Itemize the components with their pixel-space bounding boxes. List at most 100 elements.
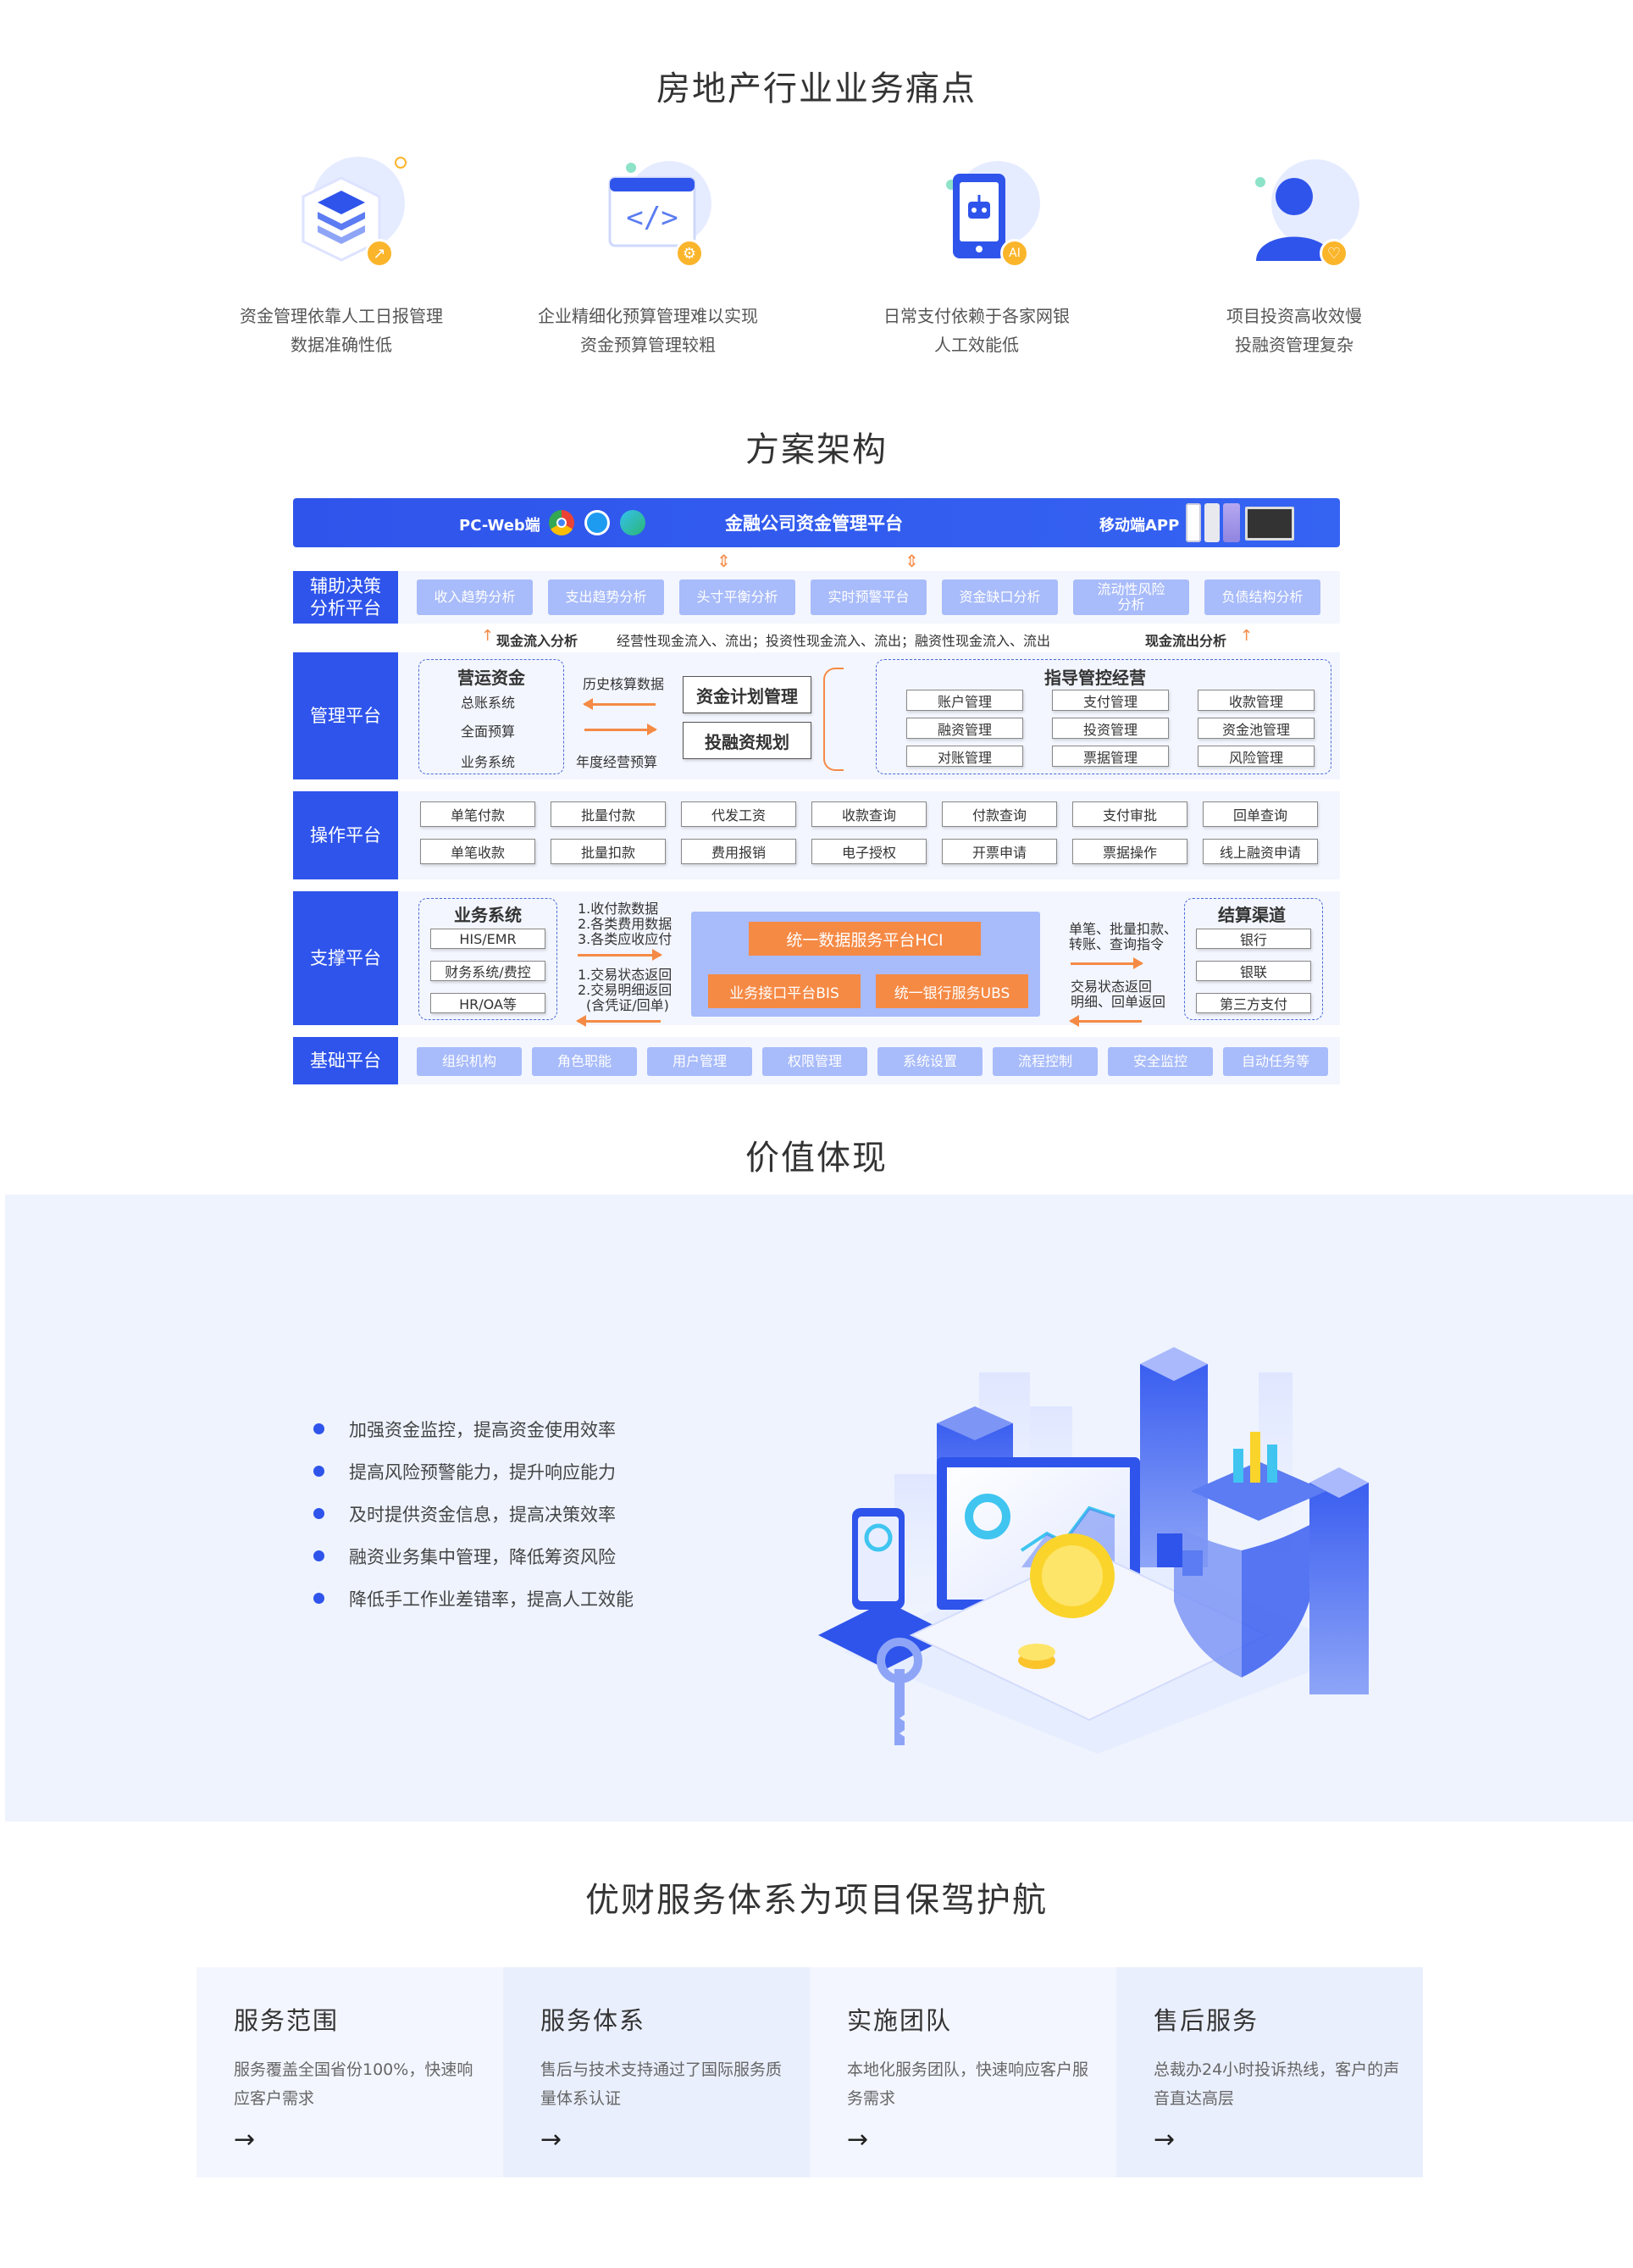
- pain-section-title: 房地产行业业务痛点: [656, 69, 977, 108]
- settle-item: 银联: [1196, 961, 1311, 981]
- edge-icon: [620, 510, 645, 535]
- base-chip: 组织机构: [417, 1047, 522, 1076]
- inflow-label: 现金流入分析: [496, 633, 578, 649]
- hci-box: 统一数据服务平台HCI: [749, 922, 981, 956]
- right-down-notes: 交易状态返回 明细、回单返回: [1071, 979, 1165, 1010]
- guide-title: 指导管控经营: [1044, 668, 1146, 688]
- up-notes: 1.收付款数据 2.各类费用数据 3.各类应收应付: [578, 901, 672, 947]
- outflow-label: 现金流出分析: [1145, 633, 1227, 649]
- pain-item-1: ↗ 资金管理依靠人工日报管理 数据准确性低: [206, 144, 477, 359]
- pain-item-4: ♡ 项目投资高收效慢 投融资管理复杂: [1159, 144, 1430, 359]
- updown-arrow-icon: ⇕: [717, 551, 731, 571]
- arrow-right-icon[interactable]: →: [540, 2125, 562, 2154]
- biz-system-item: HR/OA等: [430, 993, 545, 1013]
- base-chip: 系统设置: [877, 1047, 983, 1076]
- right-arrow-icon: [1071, 957, 1143, 969]
- pain-text: 资金管理依靠人工日报管理 数据准确性低: [206, 302, 477, 359]
- decision-chip: 实时预警平台: [811, 579, 927, 615]
- up-arrow-icon: ↑: [1240, 627, 1254, 645]
- value-section-title: 价值体现: [745, 1139, 888, 1178]
- year-budget-label: 年度经营预算: [576, 754, 658, 770]
- op-item: 回单查询: [1203, 801, 1318, 827]
- pain-line1: 企业精细化预算管理难以实现: [538, 306, 758, 326]
- decision-chip: 支出趋势分析: [548, 579, 664, 615]
- pain-text: 日常支付依赖于各家网银 人工效能低: [841, 302, 1112, 359]
- pain-line1: 资金管理依靠人工日报管理: [240, 306, 443, 326]
- service-card[interactable]: 实施团队 本地化服务团队，快速响应客户服务需求 →: [810, 1967, 1116, 2177]
- biz-system-group: [418, 898, 557, 1020]
- op-item: 批量付款: [551, 801, 666, 827]
- ops-item: 全面预算: [461, 724, 516, 740]
- op-item: 开票申请: [942, 839, 1057, 864]
- settle-item: 银行: [1196, 929, 1311, 949]
- op-item: 支付审批: [1072, 801, 1187, 827]
- decision-chip: 收入趋势分析: [417, 579, 533, 615]
- note-line: 2.交易明细返回: [578, 982, 673, 998]
- op-item: 费用报销: [681, 839, 796, 864]
- decision-chip: 资金缺口分析: [942, 579, 1058, 615]
- value-text: 提高风险预警能力，提升响应能力: [349, 1462, 616, 1483]
- heart-icon: ♡: [1320, 239, 1348, 268]
- robot-tablet-icon: AI: [892, 144, 1061, 288]
- arrow-right-icon[interactable]: →: [234, 2125, 256, 2154]
- brace-icon: [823, 668, 844, 771]
- service-card[interactable]: 服务范围 服务覆盖全国省份100%，快速响应客户需求 →: [197, 1967, 503, 2177]
- service-section-title: 优财服务体系为项目保驾护航: [585, 1881, 1048, 1920]
- note-line: 转账、查询指令: [1069, 936, 1165, 952]
- arrow-right-icon[interactable]: →: [1154, 2125, 1176, 2154]
- value-text: 加强资金监控，提高资金使用效率: [349, 1420, 616, 1440]
- ops-fund-group: [418, 659, 564, 774]
- decision-platform-label: 辅助决策 分析平台: [293, 571, 398, 624]
- card-desc: 服务覆盖全国省份100%，快速响应客户需求: [234, 2060, 473, 2108]
- base-chip: 用户管理: [647, 1047, 752, 1076]
- left-arrow-icon: [1069, 1015, 1142, 1027]
- platform-header: PC-Web端 金融公司资金管理平台 移动端APP: [293, 498, 1340, 547]
- guide-group: [876, 659, 1331, 774]
- arch-section-title: 方案架构: [745, 430, 888, 469]
- bullet-icon: [313, 1593, 324, 1604]
- guide-item: 收款管理: [1198, 690, 1315, 711]
- hist-data-label: 历史核算数据: [583, 676, 665, 692]
- code-window-icon: </> ⚙: [563, 144, 733, 288]
- ai-badge-icon: AI: [1000, 239, 1029, 268]
- op-item: 代发工资: [681, 801, 796, 827]
- phone-icon: [1204, 503, 1220, 542]
- card-desc: 本地化服务团队，快速响应客户服务需求: [847, 2060, 1089, 2108]
- pain-item-3: AI 日常支付依赖于各家网银 人工效能低: [841, 144, 1112, 359]
- card-title: 实施团队: [847, 2006, 953, 2035]
- ops-item: 总账系统: [461, 695, 516, 711]
- pain-line2: 资金预算管理较粗: [580, 335, 716, 355]
- service-card[interactable]: 服务体系 售后与技术支持通过了国际服务质量体系认证 →: [503, 1967, 810, 2177]
- bis-box: 业务接口平台BIS: [708, 974, 861, 1008]
- left-arrow-icon: [576, 1015, 661, 1027]
- value-text: 及时提供资金信息，提高决策效率: [349, 1505, 616, 1525]
- op-item: 单笔收款: [420, 839, 535, 864]
- op-item: 单笔付款: [420, 801, 535, 827]
- decision-chip: 流动性风险 分析: [1073, 579, 1189, 615]
- base-chip: 流程控制: [993, 1047, 1098, 1076]
- bullet-icon: [313, 1423, 324, 1434]
- pain-text: 企业精细化预算管理难以实现 资金预算管理较粗: [512, 302, 783, 359]
- base-platform-label: 基础平台: [293, 1037, 398, 1084]
- phone-icon: [1223, 503, 1240, 542]
- gear-icon: ⚙: [675, 239, 704, 268]
- arrow-right-icon[interactable]: →: [847, 2125, 869, 2154]
- note-line: 单笔、批量扣款、: [1069, 921, 1178, 937]
- phone-icon: [1186, 503, 1201, 542]
- ops-item: 业务系统: [461, 754, 516, 770]
- safari-icon: [584, 510, 610, 535]
- base-chip: 安全监控: [1108, 1047, 1213, 1076]
- ubs-box: 统一银行服务UBS: [876, 974, 1028, 1008]
- bullet-icon: [313, 1466, 324, 1477]
- base-chip: 角色职能: [532, 1047, 637, 1076]
- right-up-notes: 单笔、批量扣款、 转账、查询指令: [1069, 922, 1177, 952]
- service-card[interactable]: 售后服务 总裁办24小时投诉热线，客户的声音直达高层 →: [1116, 1967, 1423, 2177]
- pain-item-2: </> ⚙ 企业精细化预算管理难以实现 资金预算管理较粗: [512, 144, 783, 359]
- biz-system-item: HIS/EMR: [430, 929, 545, 949]
- management-platform-label: 管理平台: [293, 652, 398, 779]
- pain-text: 项目投资高收效慢 投融资管理复杂: [1159, 302, 1430, 359]
- bullet-icon: [313, 1508, 324, 1519]
- support-platform-label: 支撑平台: [293, 891, 398, 1025]
- fund-plan-box: 资金计划管理: [683, 676, 811, 713]
- guide-item: 对账管理: [906, 746, 1023, 767]
